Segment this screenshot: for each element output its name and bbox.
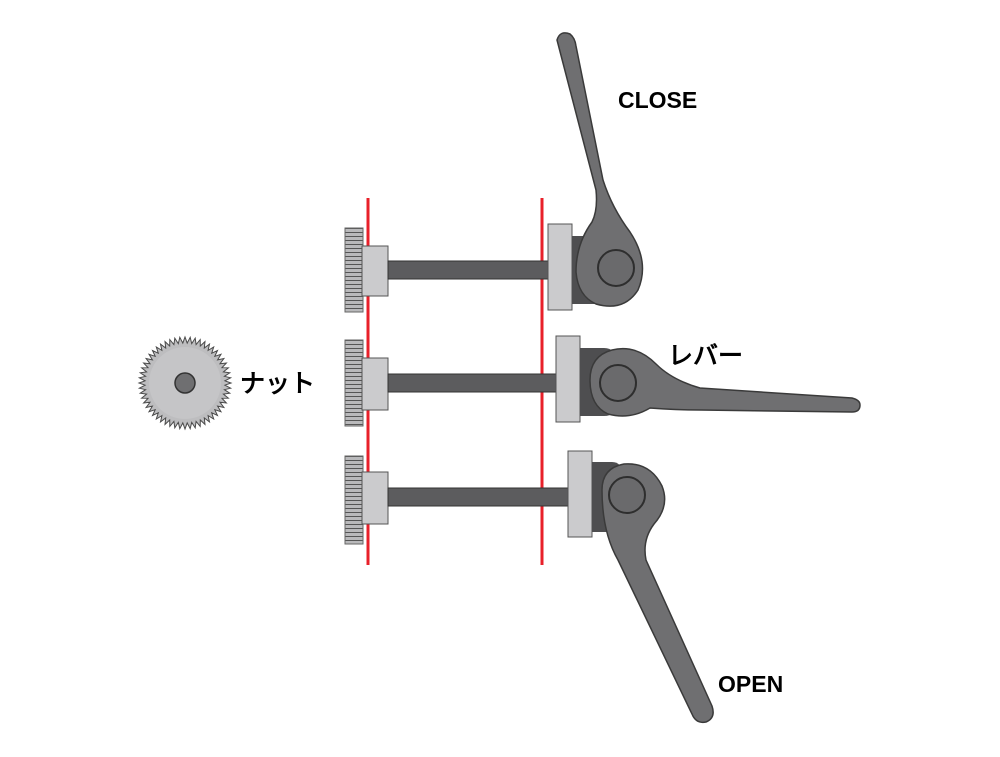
skewer-rod-open <box>387 487 569 507</box>
skewer-close <box>344 32 644 313</box>
cam-pivot-open <box>608 476 646 514</box>
knurled-nut-close <box>344 227 364 313</box>
knurled-nut-open <box>344 455 364 545</box>
nut-illustration <box>137 335 233 431</box>
label-open: OPEN <box>718 671 783 697</box>
lever-body-close <box>547 223 573 311</box>
label-close: CLOSE <box>618 87 697 113</box>
lever-arm-open <box>601 463 714 724</box>
nut-collar-lever <box>361 357 389 411</box>
cam-pivot-lever <box>599 364 637 402</box>
lever-arm-close <box>556 32 644 307</box>
lever-arm-lever <box>589 347 861 417</box>
nut-collar-close <box>361 245 389 297</box>
skewer-rod-lever <box>387 373 557 393</box>
nut-hole <box>174 372 196 394</box>
label-nut: ナット <box>240 369 315 398</box>
skewer-rod-close <box>387 260 549 280</box>
nut-collar-open <box>361 471 389 525</box>
label-lever: レバー <box>668 341 743 370</box>
lever-body-lever <box>555 335 581 423</box>
cam-pivot-close <box>597 249 635 287</box>
skewer-lever <box>344 335 861 427</box>
knurled-nut-lever <box>344 339 364 427</box>
skewer-open <box>344 450 714 724</box>
lever-body-open <box>567 450 593 538</box>
